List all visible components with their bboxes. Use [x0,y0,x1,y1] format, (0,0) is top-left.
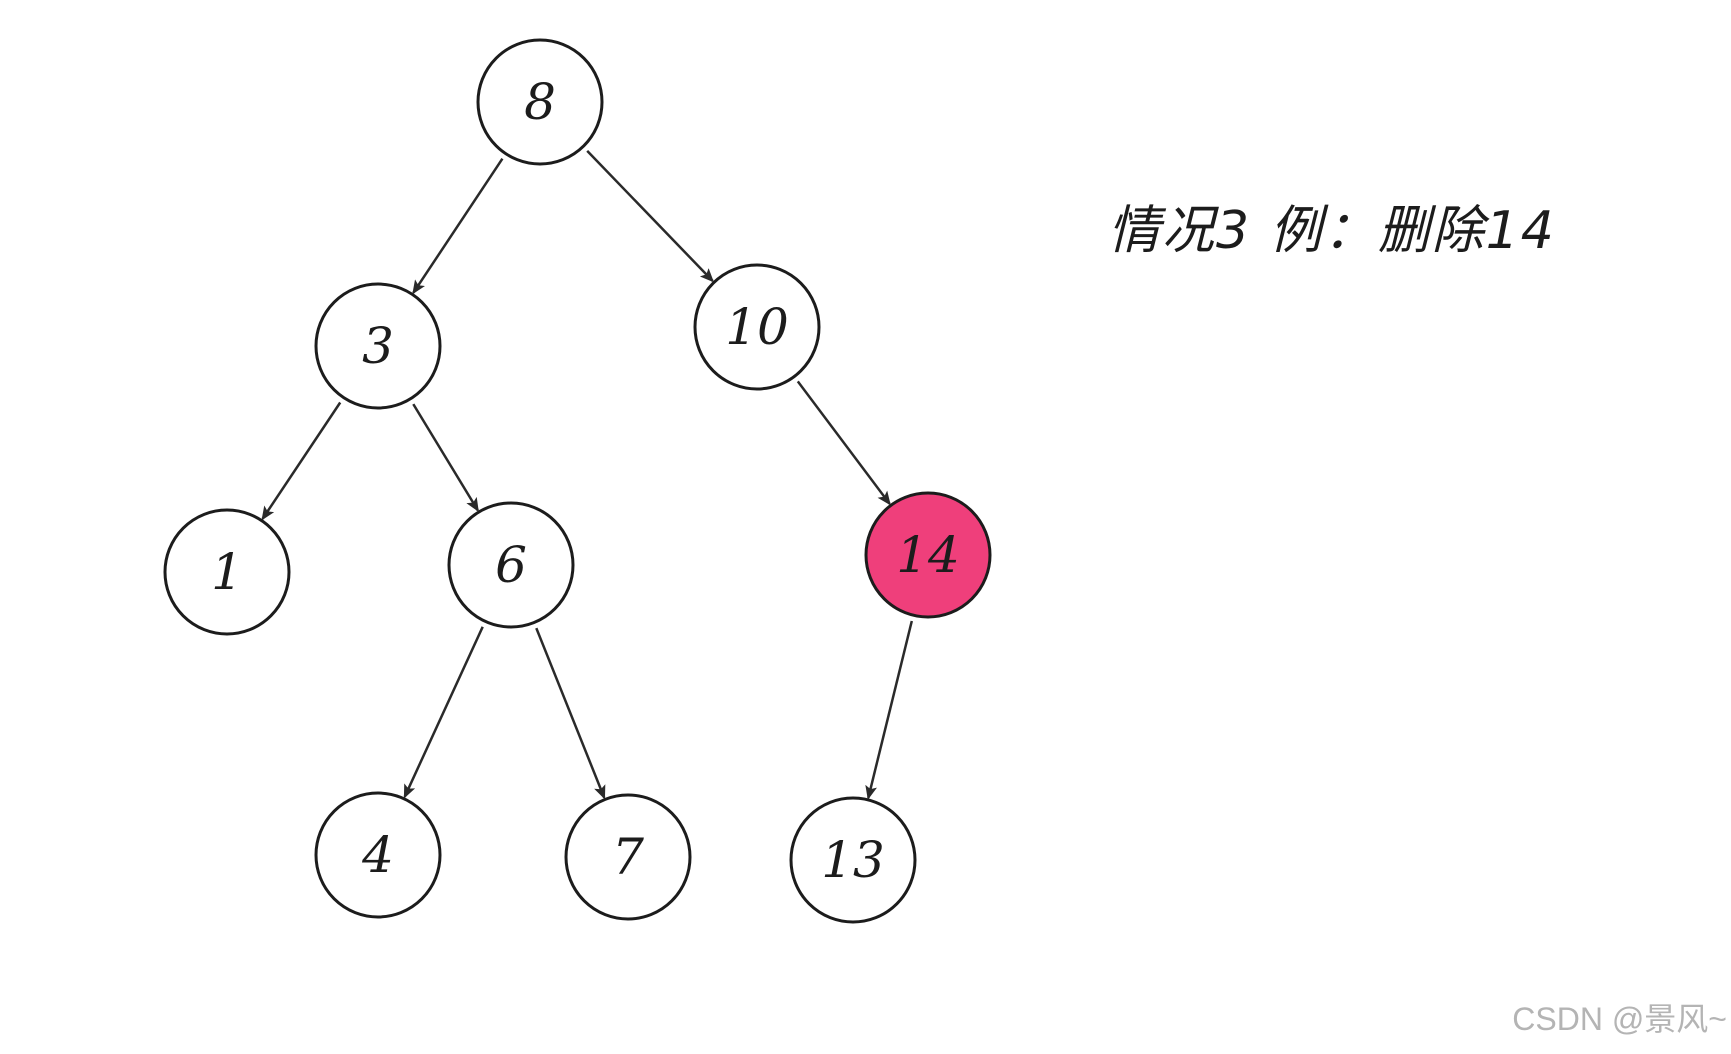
node-circle [447,501,575,629]
node-label: 6 [495,536,527,594]
node-label: 3 [362,317,394,375]
edge-arrow-n6-n4 [403,626,484,799]
node-circle [476,38,604,166]
highlighted-node-circle [864,491,992,619]
node-circle [693,263,821,391]
node-label: 13 [821,831,885,889]
tree-nodes: 8 3 10 1 6 14 4 7 13 [163,38,992,924]
tree-node-8: 8 [476,38,604,166]
tree-node-13: 13 [789,796,917,924]
node-label: 1 [211,543,243,601]
edge-arrow-n10-n14 [796,380,891,506]
watermark: CSDN @景风~ [1512,1001,1727,1037]
edge-arrow-n3-n1 [261,401,342,521]
tree-node-4: 4 [314,791,442,919]
node-label: 8 [524,73,556,131]
tree-edges [261,150,914,800]
node-circle [789,796,917,924]
node-circle [314,282,442,410]
node-label: 7 [612,828,644,886]
edge-arrow-n8-n3 [412,158,504,295]
case-caption: 情况3 例：删除14 [1108,201,1556,261]
tree-node-3: 3 [314,282,442,410]
tree-node-1: 1 [163,508,291,636]
node-circle [163,508,291,636]
tree-node-6: 6 [447,501,575,629]
edge-arrow-n14-n13 [865,620,914,800]
tree-node-14: 14 [864,491,992,619]
node-circle [314,791,442,919]
edge-arrow-n6-n7 [535,627,606,800]
edge-arrow-n8-n10 [586,150,714,283]
node-label: 4 [361,826,394,884]
node-circle [564,793,692,921]
node-label: 14 [896,526,960,584]
edge-arrow-n3-n6 [412,403,479,513]
node-label: 10 [725,298,789,356]
tree-node-7: 7 [564,793,692,921]
tree-node-10: 10 [693,263,821,391]
